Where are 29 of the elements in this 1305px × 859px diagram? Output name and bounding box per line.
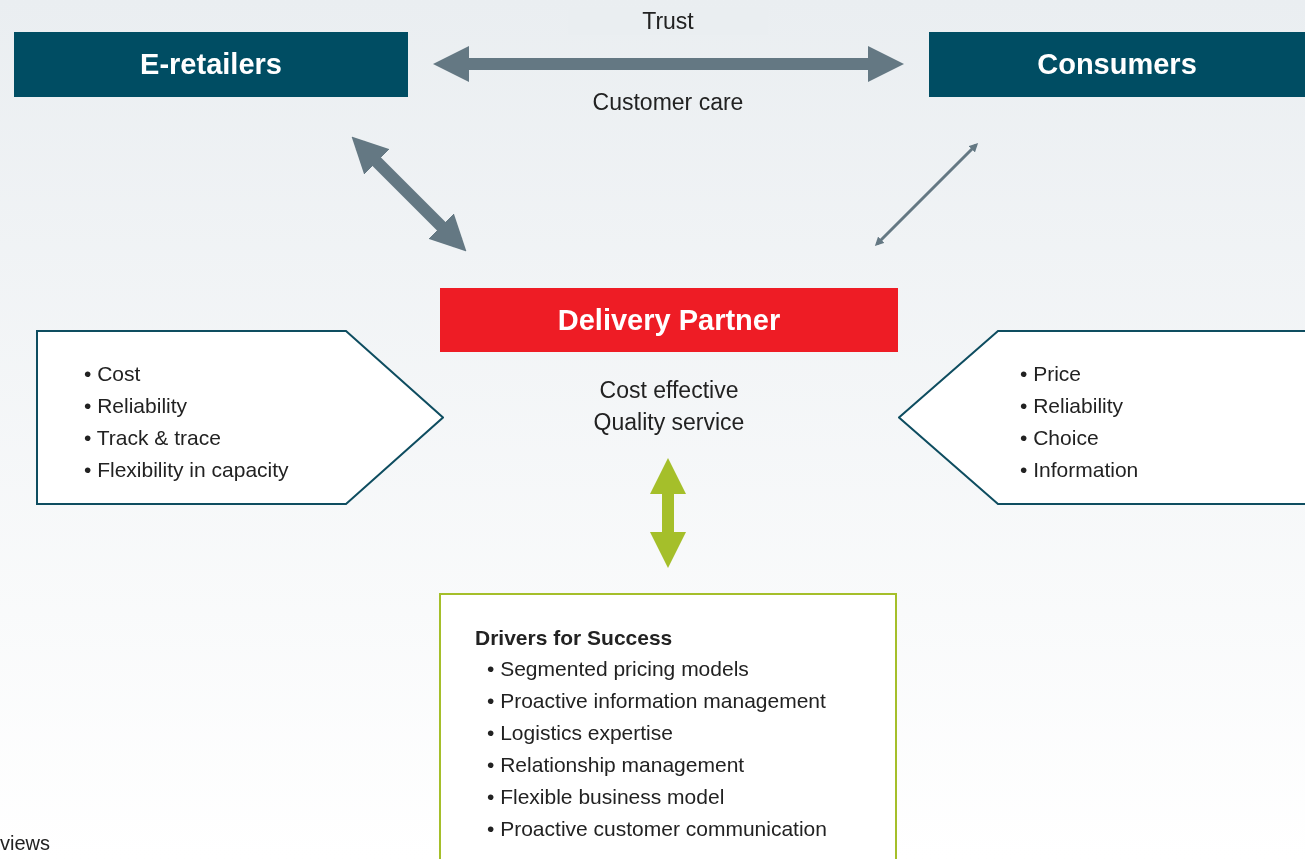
list-item: • Relationship management [487, 752, 746, 778]
list-item: • Reliability [1020, 393, 1125, 419]
list-item: • Logistics expertise [487, 720, 674, 746]
list-item: • Segmented pricing models [487, 656, 750, 682]
title-box: Consumers [929, 32, 1305, 97]
list-item: • Information [1020, 457, 1139, 483]
list-item: • Choice [1020, 425, 1100, 451]
text-label: Customer care [591, 89, 745, 116]
list-item: • Cost [84, 361, 142, 387]
list-item: • Proactive information management [487, 688, 827, 714]
caption-text: Cost effective [598, 376, 740, 405]
list-item: • Proactive customer communication [487, 816, 828, 842]
double-arrow [874, 142, 979, 247]
double-arrow [433, 46, 904, 82]
pointer-callout-box [36, 330, 444, 505]
panel-heading: Drivers for Success [475, 625, 674, 651]
caption-text: Quality service [592, 408, 746, 437]
title-box: E-retailers [14, 32, 408, 97]
double-arrow [351, 136, 467, 252]
text-label: views [0, 832, 51, 855]
title-box: Delivery Partner [440, 288, 898, 352]
list-item: • Flexibility in capacity [84, 457, 289, 483]
drivers-panel [439, 593, 897, 859]
list-item: • Flexible business model [487, 784, 726, 810]
list-item: • Price [1020, 361, 1083, 387]
pointer-callout-box [898, 330, 1305, 505]
list-item: • Reliability [84, 393, 189, 419]
list-item: • Track & trace [84, 425, 222, 451]
double-arrow [650, 458, 686, 568]
